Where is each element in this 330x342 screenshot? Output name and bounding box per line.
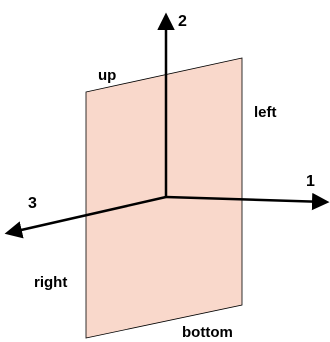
axis-3-arrow [4, 195, 167, 239]
axis-3-label: 3 [28, 195, 37, 212]
axis-2-label: 2 [178, 13, 187, 30]
side-label-right: right [34, 274, 67, 291]
side-label-up: up [98, 67, 116, 84]
axis-1-arrow [165, 192, 330, 211]
side-label-left: left [254, 104, 277, 121]
axis-1-label: 1 [306, 173, 315, 190]
side-label-bottom: bottom [182, 324, 233, 341]
